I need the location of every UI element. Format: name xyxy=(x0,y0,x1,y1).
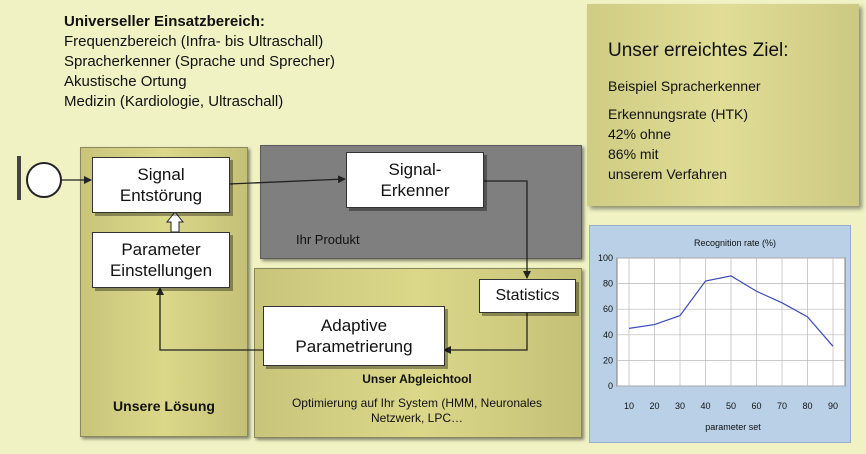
abgleichtool-label: Unser Abgleichtool xyxy=(362,372,472,386)
y-tick-label: 20 xyxy=(603,355,613,365)
ziel-text: Beispiel Spracherkenner Erkennungsrate (… xyxy=(608,76,761,184)
ziel-line: 42% ohne xyxy=(608,126,672,142)
x-tick-label: 30 xyxy=(675,401,685,411)
adaptive-to-parameter-arrow xyxy=(156,287,263,351)
y-tick-label: 40 xyxy=(603,330,613,340)
ziel-line: unserem Verfahren xyxy=(608,166,728,182)
intro-heading: Universeller Einsatzbereich: xyxy=(64,13,265,30)
chart-title: Recognition rate (%) xyxy=(694,238,776,248)
box-label: Erkenner xyxy=(380,181,450,200)
box-label: Adaptive xyxy=(320,316,388,335)
ziel-line: Erkennungsrate (HTK) xyxy=(608,106,749,122)
x-tick-label: 20 xyxy=(649,401,659,411)
ihr-produkt-label: Ihr Produkt xyxy=(296,232,360,247)
entstoerung-to-erkenner-arrow xyxy=(228,175,346,185)
x-tick-label: 50 xyxy=(726,401,736,411)
box-label: Signal xyxy=(137,165,185,184)
ziel-title: Unser erreichtes Ziel: xyxy=(608,40,789,61)
x-tick-label: 70 xyxy=(777,401,787,411)
x-tick-label: 10 xyxy=(624,401,634,411)
optimierung-line: Netzwerk, LPC… xyxy=(370,411,464,425)
box-label: Statistics xyxy=(495,287,560,304)
optimierung-line: Optimierung auf Ihr System (HMM, Neurona… xyxy=(291,396,543,410)
x-tick-label: 40 xyxy=(700,401,710,411)
box-label: Parameter xyxy=(121,240,201,259)
x-tick-labels: 10 20 30 40 50 60 70 80 90 xyxy=(624,401,838,411)
chart-grid xyxy=(617,257,845,387)
y-tick-label: 100 xyxy=(598,253,613,263)
intro-line: Medizin (Kardiologie, Ultraschall) xyxy=(64,93,284,110)
optimierung-label: Optimierung auf Ihr System (HMM, Neurona… xyxy=(262,396,572,426)
y-tick-label: 80 xyxy=(603,279,613,289)
x-tick-label: 90 xyxy=(828,401,838,411)
y-tick-label: 0 xyxy=(608,381,613,391)
x-axis-label: parameter set xyxy=(705,422,761,432)
series-line xyxy=(628,275,834,347)
parameter-einstellungen-box: Parameter Einstellungen xyxy=(92,232,230,288)
parameter-to-entstoerung-hollow-arrow xyxy=(165,211,185,233)
box-label: Signal- xyxy=(388,160,442,179)
adaptive-parametrierung-box: Adaptive Parametrierung xyxy=(263,306,445,366)
recognition-rate-chart: Recognition rate (%) 0 20 40 60 80 100 10 20 30… xyxy=(589,225,851,443)
box-label: Parametrierung xyxy=(295,337,413,356)
box-label: Entstörung xyxy=(119,186,203,205)
ziel-panel xyxy=(587,4,859,206)
ziel-line: 86% mit xyxy=(608,146,659,162)
signal-erkenner-box: Signal- Erkenner xyxy=(346,152,484,208)
unsere-loesung-label: Unsere Lösung xyxy=(113,398,215,414)
intro-text: Universeller Einsatzbereich: Frequenzber… xyxy=(64,12,335,112)
x-tick-label: 80 xyxy=(802,401,812,411)
intro-line: Akustische Ortung xyxy=(64,73,187,90)
y-tick-label: 60 xyxy=(603,304,613,314)
signal-entstoerung-box: Signal Entstörung xyxy=(92,157,230,213)
ziel-example: Beispiel Spracherkenner xyxy=(608,78,761,94)
statistics-box: Statistics xyxy=(479,279,576,313)
y-tick-labels: 0 20 40 60 80 100 xyxy=(598,253,613,391)
box-label: Einstellungen xyxy=(109,261,213,280)
statistics-to-adaptive-arrow xyxy=(443,312,528,354)
x-tick-label: 60 xyxy=(751,401,761,411)
microphone-icon xyxy=(17,156,62,200)
intro-line: Frequenzbereich (Infra- bis Ultraschall) xyxy=(64,33,324,50)
intro-line: Spracherkenner (Sprache und Sprecher) xyxy=(64,53,335,70)
erkenner-to-statistics-arrow xyxy=(483,180,531,279)
